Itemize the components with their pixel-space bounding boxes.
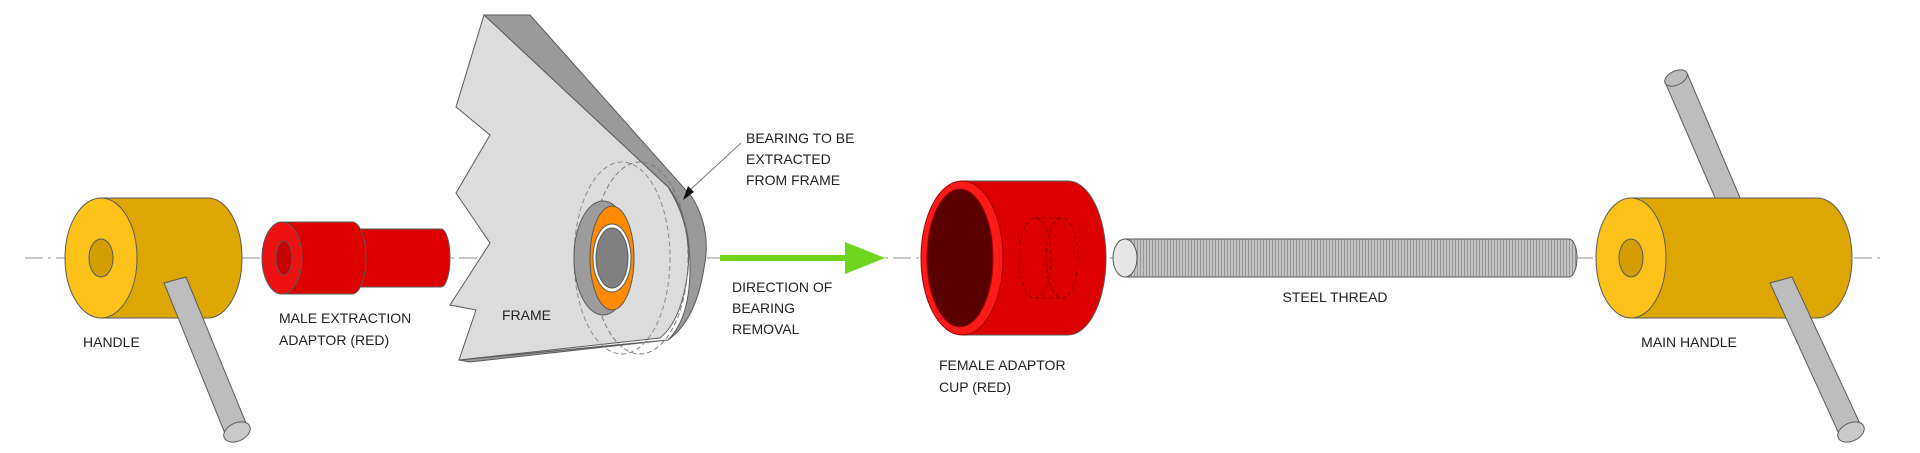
bearing (573, 200, 635, 316)
male-extraction-adaptor (261, 221, 451, 295)
male-adaptor-label-line2: ADAPTOR (RED) (279, 332, 389, 348)
frame (449, 14, 707, 363)
steel-thread (1112, 238, 1578, 278)
female-cup-label-line2: CUP (RED) (939, 379, 1011, 395)
handle-hole (88, 238, 114, 278)
bearing-leader-line (683, 142, 742, 200)
direction-label-line3: REMOVAL (732, 321, 800, 337)
main-handle-upper-rod (1664, 69, 1742, 201)
handle (64, 197, 251, 443)
frame-label: FRAME (502, 307, 551, 323)
main-handle-lower-rod (1769, 276, 1865, 443)
direction-label-line2: BEARING (732, 300, 795, 316)
female-cup-label-line1: FEMALE ADAPTOR (939, 357, 1066, 373)
handle-label: HANDLE (83, 334, 140, 350)
direction-label-line1: DIRECTION OF (732, 279, 832, 295)
steel-thread-label: STEEL THREAD (1282, 289, 1387, 305)
main-handle-label: MAIN HANDLE (1641, 334, 1737, 350)
male-adaptor-label-line1: MALE EXTRACTION (279, 310, 411, 326)
bearing-label-line3: FROM FRAME (746, 172, 840, 188)
main-handle (1595, 69, 1865, 443)
bearing-label-line1: BEARING TO BE (746, 130, 854, 146)
direction-arrow (720, 242, 885, 274)
handle-rod (163, 276, 251, 443)
bearing-label-line2: EXTRACTED (746, 151, 831, 167)
female-adaptor-cup (920, 180, 1107, 336)
